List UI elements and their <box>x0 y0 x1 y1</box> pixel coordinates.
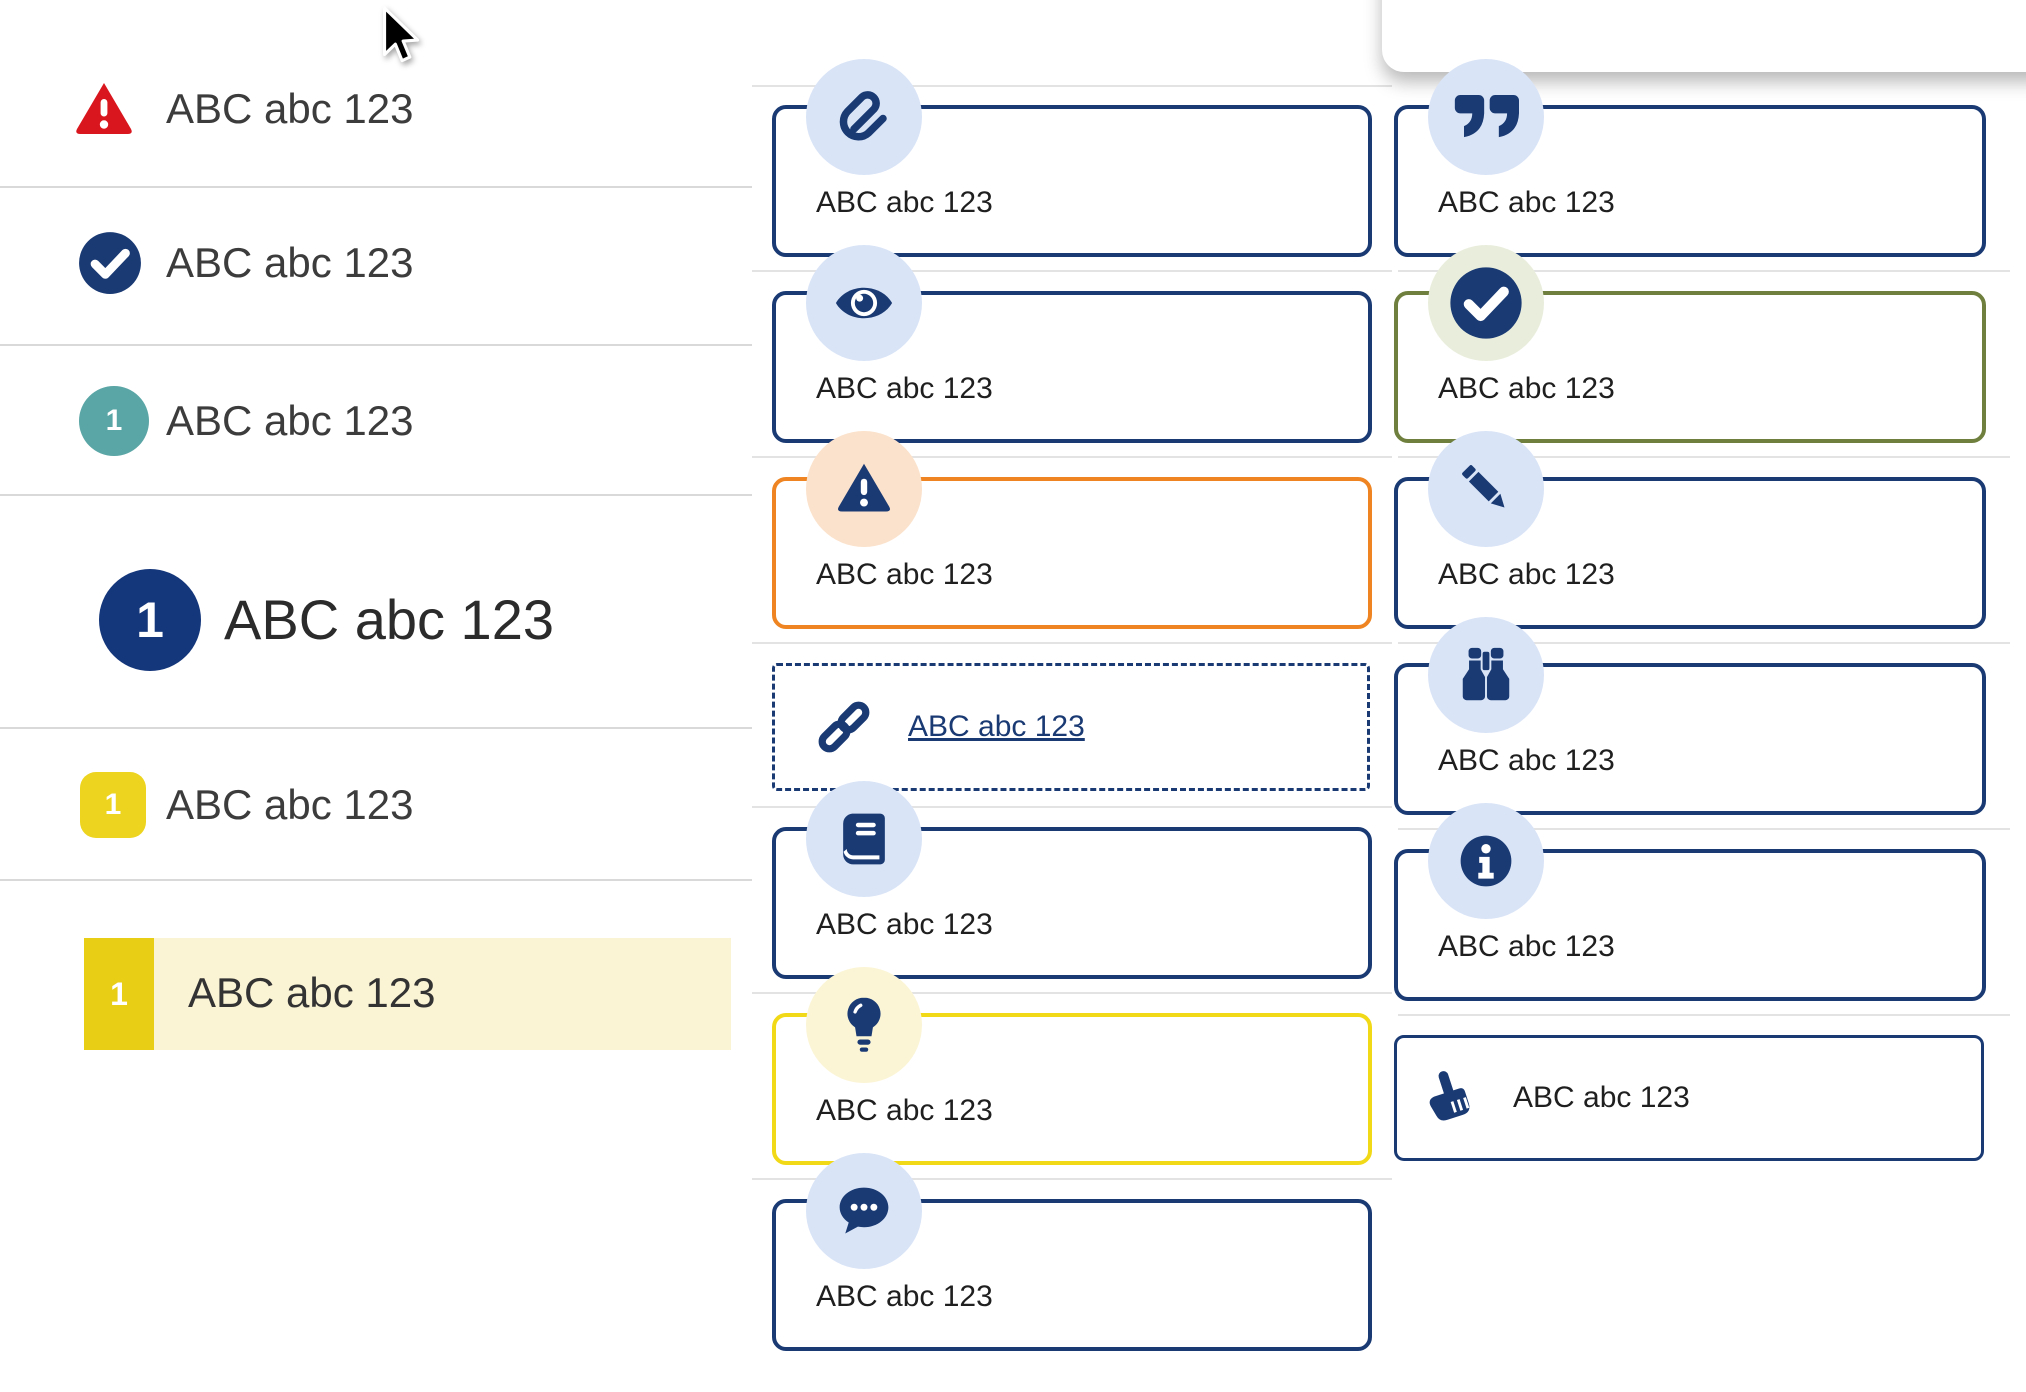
list-item-label: ABC abc 123 <box>188 969 436 1016</box>
divider <box>752 270 1392 272</box>
book-icon <box>806 781 922 897</box>
eye-icon <box>806 245 922 361</box>
divider <box>1398 1014 2010 1016</box>
list-item-highlighted[interactable]: 1 ABC abc 123 <box>84 938 731 1050</box>
divider <box>752 85 1392 87</box>
list-item-label: ABC abc 123 <box>166 85 414 132</box>
yellow-number-block: 1 <box>84 938 154 1050</box>
binoculars-icon <box>1428 617 1544 733</box>
callout-book: ABC abc 123 <box>772 781 1372 979</box>
callout-text: ABC abc 123 <box>1438 186 1615 219</box>
callout-text: ABC abc 123 <box>1438 744 1615 777</box>
navy-number-circle: 1 <box>99 569 201 671</box>
divider <box>0 186 752 188</box>
callout-text: ABC abc 123 <box>1438 372 1615 405</box>
divider <box>752 806 1392 808</box>
callout-eye: ABC abc 123 <box>772 245 1372 443</box>
callout-text: ABC abc 123 <box>1513 1081 1690 1114</box>
callout-warning: ABC abc 123 <box>772 431 1372 629</box>
divider <box>1398 828 2010 830</box>
callout-text: ABC abc 123 <box>816 1094 993 1127</box>
paperclip-icon <box>806 59 922 175</box>
chat-bubble-icon <box>806 1153 922 1269</box>
callout-text: ABC abc 123 <box>816 908 993 941</box>
divider <box>1398 456 2010 458</box>
divider <box>752 1178 1392 1180</box>
callout-hand-pointer: ABC abc 123 <box>1394 1035 1984 1161</box>
divider <box>0 494 752 496</box>
callout-info: ABC abc 123 <box>1394 803 1986 1001</box>
list-item-label: ABC abc 123 <box>166 239 414 286</box>
info-icon <box>1428 803 1544 919</box>
divider <box>0 879 752 881</box>
divider <box>1398 642 2010 644</box>
quote-icon <box>1428 59 1544 175</box>
divider <box>752 456 1392 458</box>
callout-text: ABC abc 123 <box>816 558 993 591</box>
divider <box>0 727 752 729</box>
divider <box>752 992 1392 994</box>
callout-text: ABC abc 123 <box>816 1280 993 1313</box>
pencil-icon <box>1428 431 1544 547</box>
callout-chat: ABC abc 123 <box>772 1153 1372 1351</box>
link-icon <box>811 694 877 760</box>
list-item-label: ABC abc 123 <box>166 781 414 828</box>
callout-binoculars: ABC abc 123 <box>1394 617 1986 815</box>
teal-number-circle: 1 <box>79 386 149 456</box>
list-item-label: ABC abc 123 <box>166 397 414 444</box>
list-item-label: ABC abc 123 <box>224 588 554 651</box>
callout-check: ABC abc 123 <box>1394 245 1986 443</box>
divider <box>1398 270 2010 272</box>
callout-link: ABC abc 123 <box>772 663 1370 791</box>
callout-link-text[interactable]: ABC abc 123 <box>908 710 1085 743</box>
check-circle-icon <box>77 230 143 296</box>
callout-text: ABC abc 123 <box>1438 558 1615 591</box>
callout-quote: ABC abc 123 <box>1394 59 1986 257</box>
callout-text: ABC abc 123 <box>1438 930 1615 963</box>
divider <box>752 642 1392 644</box>
callout-lightbulb: ABC abc 123 <box>772 967 1372 1165</box>
yellow-number-square: 1 <box>80 772 146 838</box>
warning-triangle-icon <box>72 78 136 142</box>
lightbulb-icon <box>806 967 922 1083</box>
callout-text: ABC abc 123 <box>816 186 993 219</box>
hand-pointer-icon <box>1421 1067 1481 1127</box>
callout-pencil: ABC abc 123 <box>1394 431 1986 629</box>
callout-paperclip: ABC abc 123 <box>772 59 1372 257</box>
callout-text: ABC abc 123 <box>816 372 993 405</box>
mouse-pointer-icon <box>378 6 420 77</box>
divider <box>0 344 752 346</box>
check-circle-icon <box>1428 245 1544 361</box>
warning-triangle-icon <box>806 431 922 547</box>
